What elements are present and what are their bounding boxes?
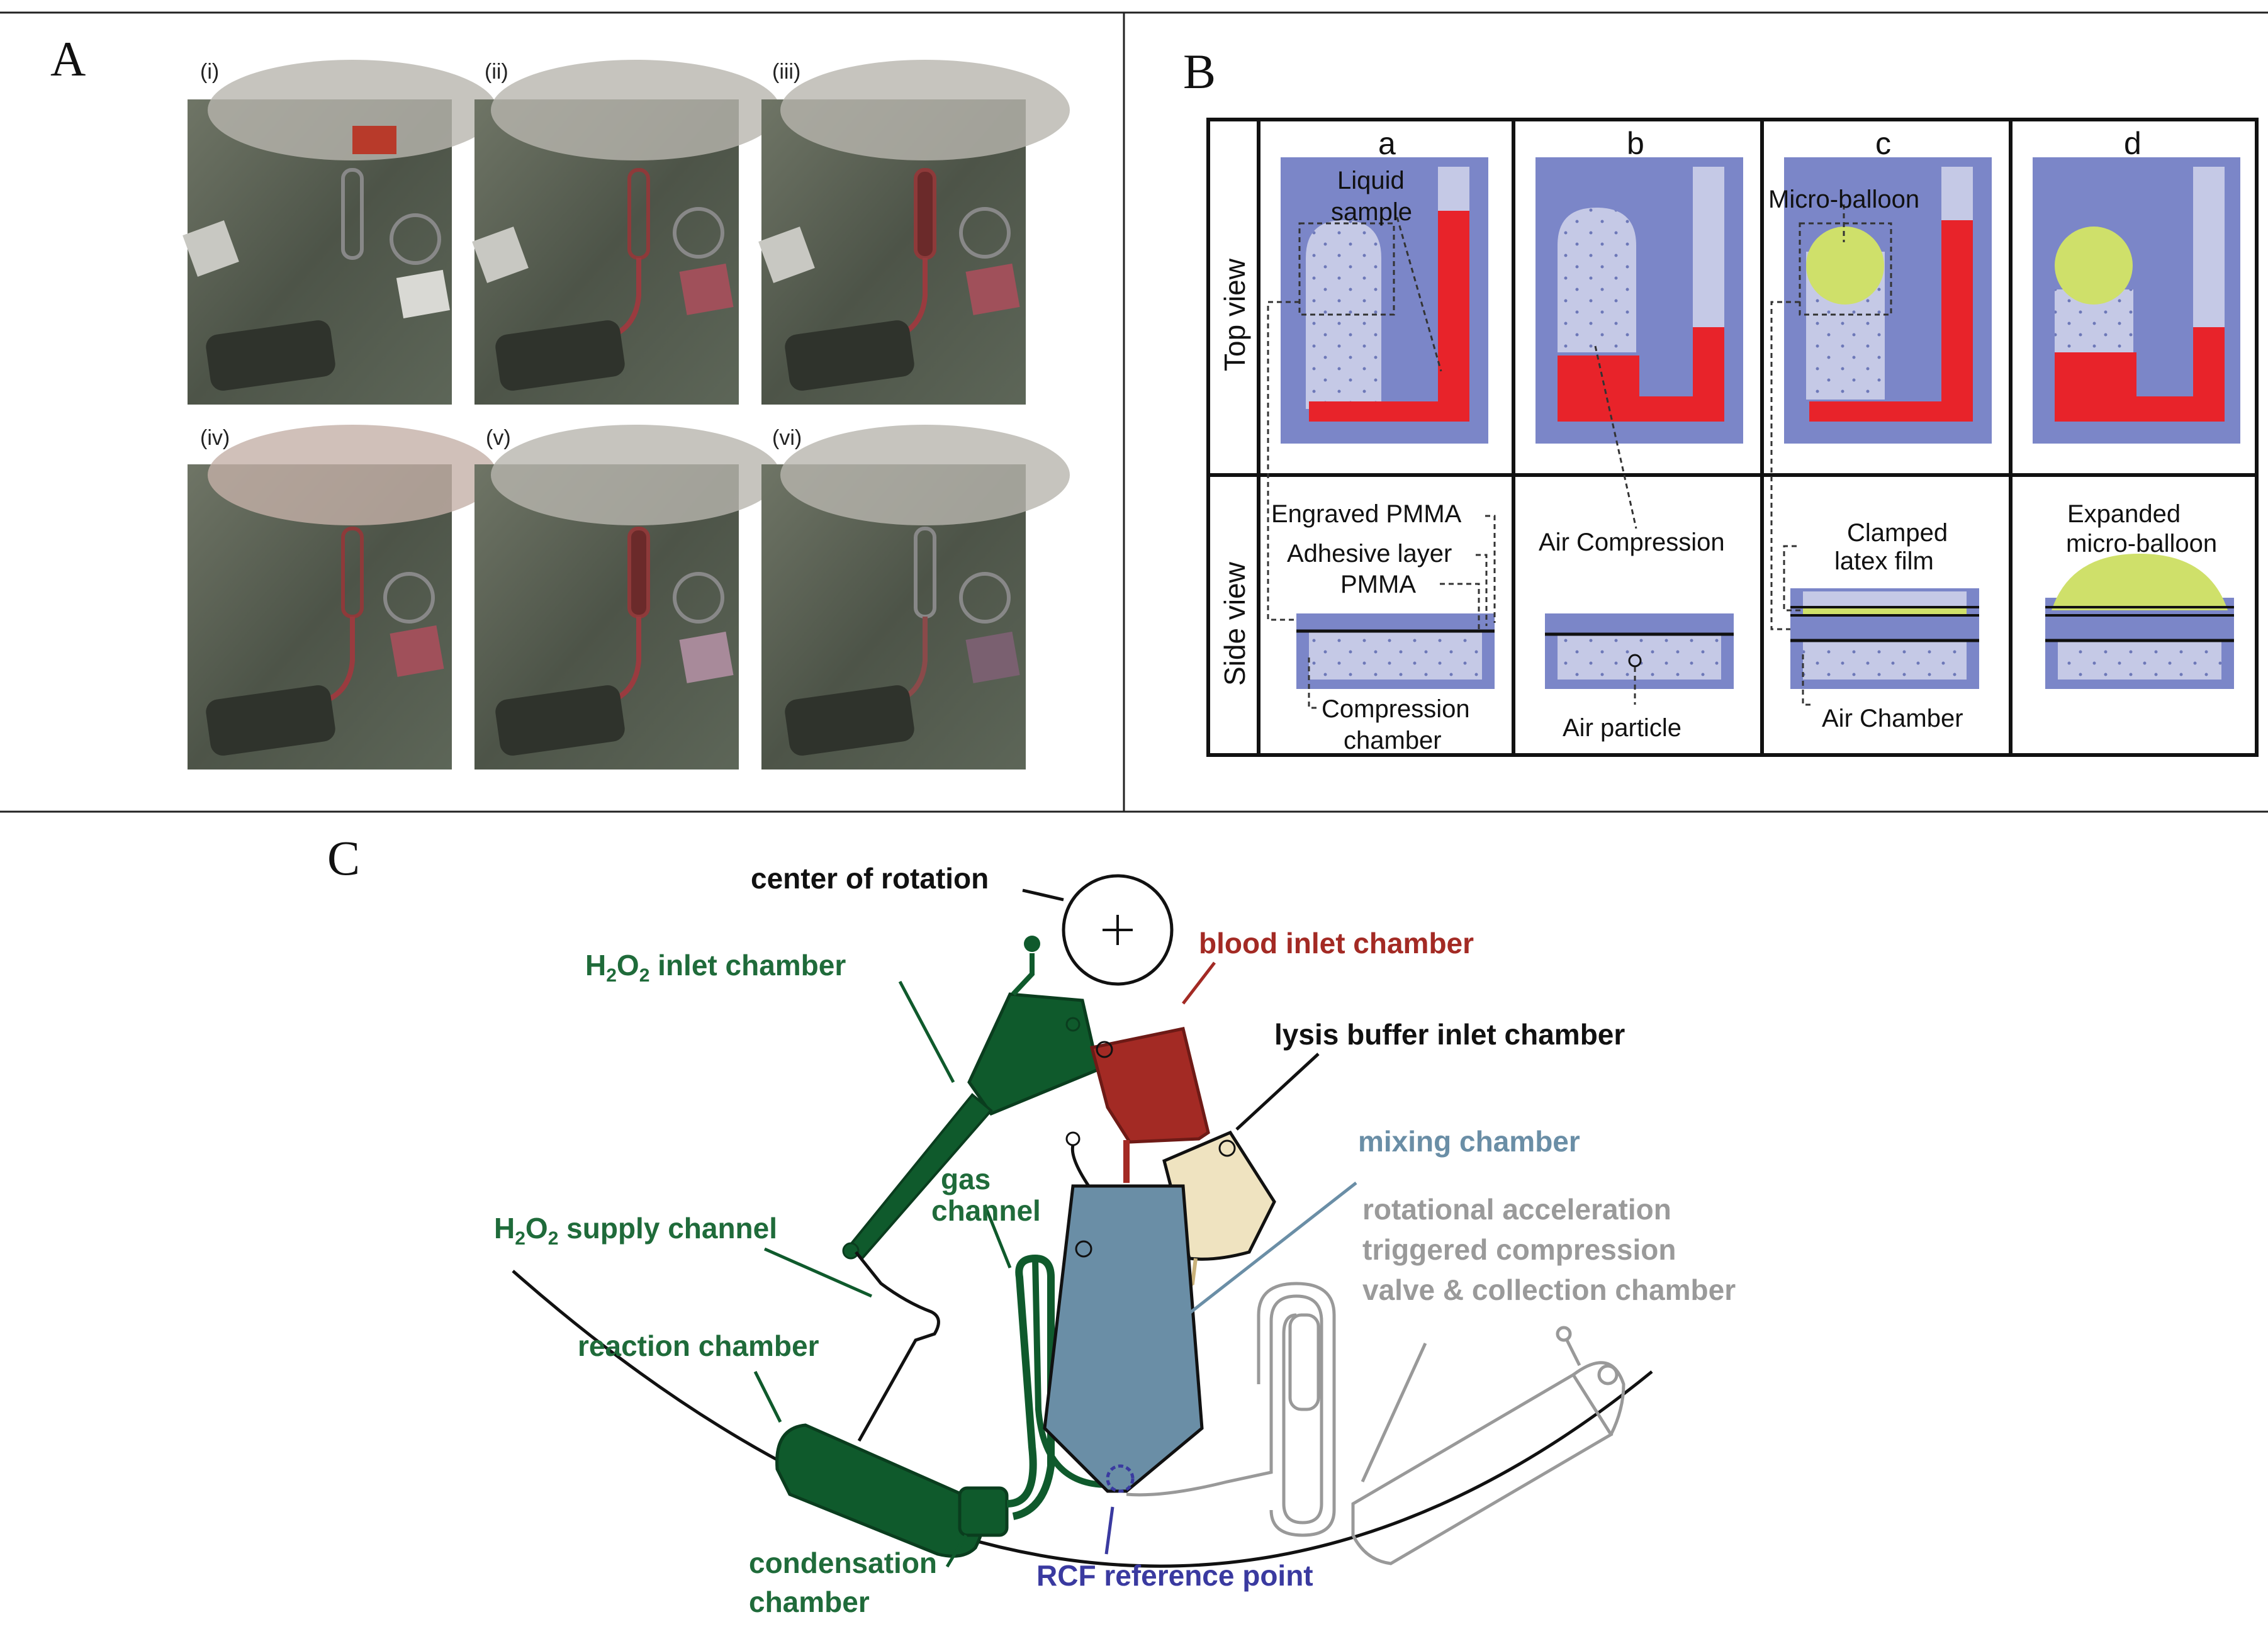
top-view-c	[1784, 157, 1992, 444]
h2o2-sub-2: 2	[606, 965, 617, 986]
column-label-c: c	[1875, 126, 1891, 161]
photo-label: (i)	[200, 60, 219, 84]
column-label-d: d	[2124, 126, 2142, 161]
h2o2-inlet-rest: inlet chamber	[649, 949, 846, 982]
condensation-chamber-label: chamber	[749, 1586, 870, 1618]
adhesive-layer-label: Adhesive layer	[1287, 540, 1452, 568]
panel-b: B Top view Side view a b c d	[1183, 44, 2259, 757]
side-view-b	[1545, 613, 1734, 689]
h2o2-h: H	[494, 1212, 515, 1245]
photo-i: (i)	[182, 60, 497, 405]
blood-inlet-chamber-label: blood inlet chamber	[1199, 927, 1474, 960]
panel-c-green-leaders	[753, 980, 1012, 1568]
compression-chamber-label: Compression	[1322, 695, 1470, 723]
blood-inlet-chamber-shape	[1089, 961, 1216, 1183]
liquid-sample-label: Liquid	[1337, 167, 1405, 194]
center-of-rotation-marker	[1022, 874, 1174, 986]
h2o2-sub-2: 2	[639, 965, 650, 986]
photo-iii: (iii)	[758, 60, 1070, 405]
engraved-pmma-label: Engraved PMMA	[1271, 500, 1462, 528]
reaction-chamber-shape	[775, 1254, 1119, 1558]
photo-v: (v)	[474, 425, 780, 769]
reaction-chamber-label: reaction chamber	[578, 1329, 819, 1362]
column-label-b: b	[1627, 126, 1644, 161]
rcf-reference-point-marker	[1104, 1464, 1135, 1555]
micro-balloon-label: Micro-balloon	[1768, 186, 1919, 213]
center-of-rotation-label: center of rotation	[751, 862, 989, 895]
panel-b-leaders	[1267, 204, 1845, 709]
photo-label: (v)	[486, 426, 511, 450]
disc-edge-arc	[512, 1270, 1653, 1568]
photo-iv: (iv)	[188, 425, 497, 769]
top-view-d	[2033, 157, 2240, 444]
rotational-valve-label: valve & collection chamber	[1362, 1273, 1736, 1306]
photo-vi: (vi)	[761, 425, 1070, 769]
panel-b-label: B	[1183, 44, 1216, 99]
photo-label: (iv)	[200, 426, 230, 450]
column-label-a: a	[1378, 126, 1396, 161]
h2o2-sub-2: 2	[515, 1228, 525, 1249]
panel-a: A (i) (ii) (iii)	[50, 31, 1070, 769]
panel-c-labels: center of rotation H2O2 inlet chamber bl…	[494, 862, 1736, 1618]
air-compression-label: Air Compression	[1539, 529, 1725, 556]
photo-ii: (ii)	[472, 60, 780, 405]
clamped-latex-film-label: latex film	[1834, 547, 1934, 575]
air-particle-label: Air particle	[1563, 714, 1681, 742]
h2o2-inlet-chamber-shape	[842, 936, 1100, 1260]
lysis-buffer-inlet-chamber-label: lysis buffer inlet chamber	[1274, 1018, 1625, 1051]
expanded-micro-balloon-label: micro-balloon	[2066, 530, 2217, 557]
gas-channel-label: gas	[941, 1163, 991, 1195]
side-view-c	[1790, 588, 1979, 689]
panel-b-annotations: Liquid sample Micro-balloon Engraved PMM…	[1271, 167, 2217, 754]
frame-lines	[0, 11, 2268, 813]
top-view-b	[1535, 157, 1743, 444]
h2o2-o: O	[525, 1212, 548, 1245]
row-label-top-view: Top view	[1218, 258, 1251, 371]
side-view-d	[2045, 554, 2234, 689]
rotational-valve-label: rotational acceleration	[1362, 1193, 1671, 1226]
valve-collection-chamber-shape	[1126, 1282, 1625, 1565]
photo-label: (vi)	[772, 426, 802, 450]
lysis-buffer-inlet-chamber-shape	[1162, 1053, 1320, 1292]
compression-chamber-label: chamber	[1344, 727, 1442, 754]
mixing-chamber-shape	[1043, 1131, 1357, 1493]
mixing-chamber-label: mixing chamber	[1358, 1125, 1580, 1158]
air-chamber-label: Air Chamber	[1822, 705, 1963, 732]
h2o2-inlet-chamber-label: H2O2 inlet chamber	[585, 949, 846, 986]
gas-channel-label: channel	[931, 1194, 1041, 1227]
panel-a-label: A	[50, 31, 86, 86]
panel-b-table	[1206, 118, 2259, 757]
photo-label: (ii)	[485, 60, 508, 84]
h2o2-o: O	[617, 949, 639, 982]
h2o2-supply-channel-path	[855, 1251, 940, 1442]
condensation-chamber-label: condensation	[749, 1547, 937, 1579]
photo-label: (iii)	[772, 60, 800, 84]
pmma-label: PMMA	[1340, 571, 1416, 598]
h2o2-supply-channel-label: H2O2 supply channel	[494, 1212, 777, 1249]
expanded-micro-balloon-label: Expanded	[2067, 500, 2181, 528]
liquid-sample-label: sample	[1331, 198, 1412, 226]
rotational-valve-label: triggered compression	[1362, 1233, 1676, 1266]
panel-c-label: C	[327, 831, 360, 885]
h2o2-h: H	[585, 949, 606, 982]
h2o2-supply-rest: supply channel	[558, 1212, 777, 1245]
h2o2-sub-2: 2	[548, 1228, 559, 1249]
clamped-latex-film-label: Clamped	[1847, 519, 1948, 547]
side-view-a	[1296, 613, 1495, 689]
rcf-reference-point-label: RCF reference point	[1036, 1559, 1313, 1592]
top-view-a	[1281, 157, 1488, 444]
row-label-side-view: Side view	[1218, 561, 1251, 686]
panel-c: C	[327, 831, 1736, 1618]
